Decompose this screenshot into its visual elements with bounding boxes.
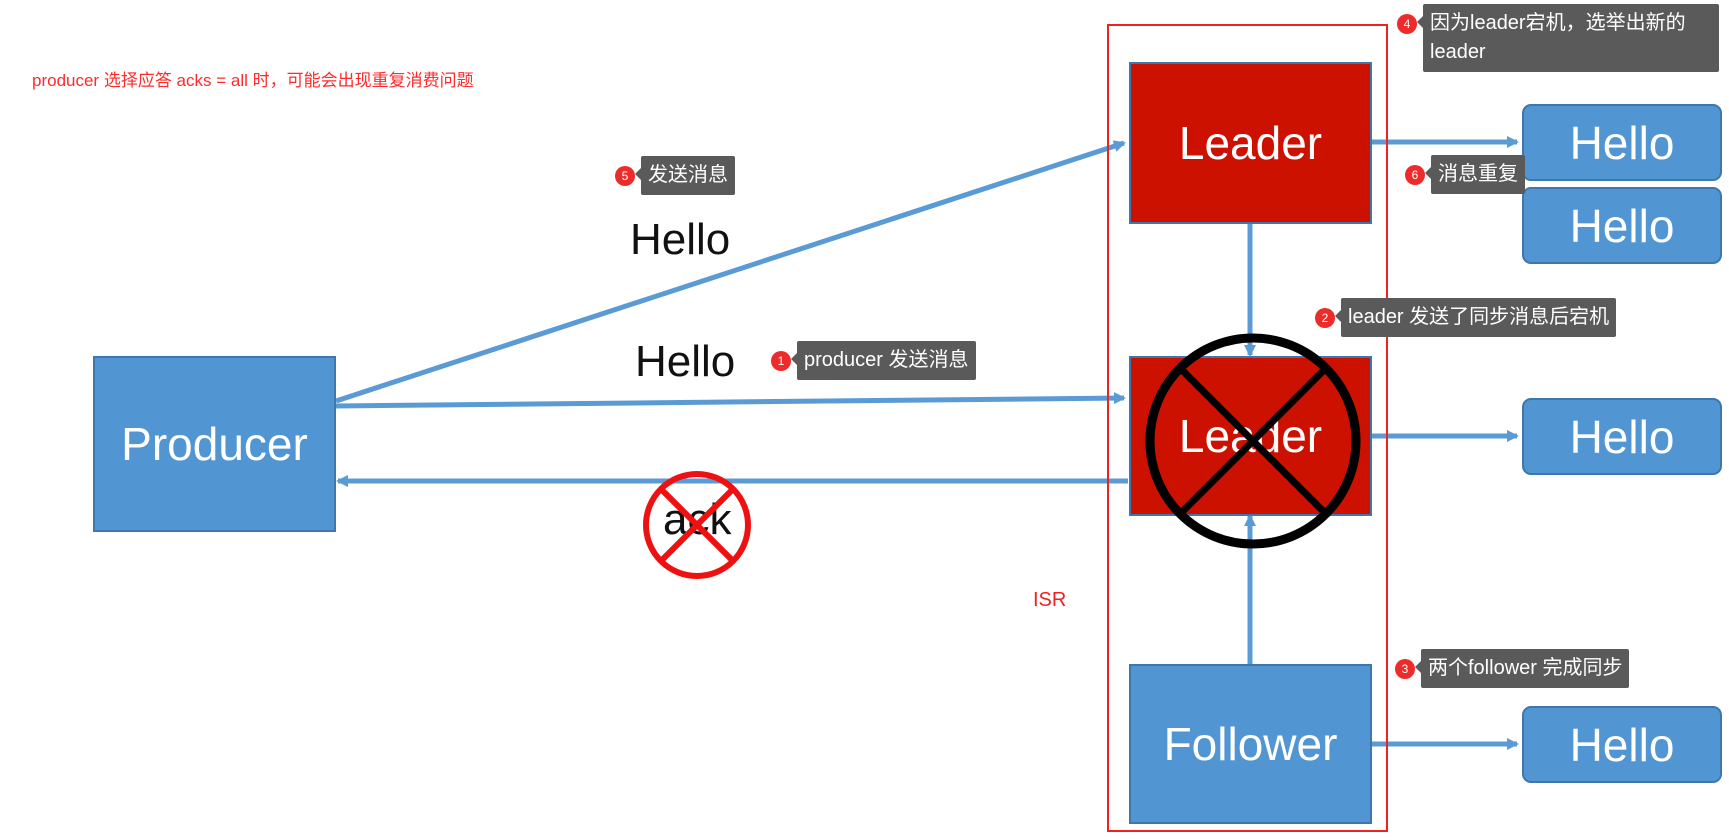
step-badge: 1 bbox=[771, 351, 791, 371]
follower-box: Follower bbox=[1129, 664, 1372, 824]
arrow-producer-to-old-leader bbox=[335, 392, 1126, 409]
callout-text: 发送消息 bbox=[635, 156, 735, 195]
callout-step-2: 2 leader 发送了同步消息后宕机 bbox=[1315, 298, 1617, 337]
callout-text: 因为leader宕机，选举出新的leader bbox=[1417, 4, 1719, 72]
hello-box-label: Hello bbox=[1569, 718, 1675, 771]
callout-text: producer 发送消息 bbox=[791, 341, 976, 380]
producer-box: Producer bbox=[93, 356, 336, 532]
step-badge: 4 bbox=[1397, 14, 1417, 34]
hello-box-label: Hello bbox=[1569, 410, 1675, 463]
step-badge: 6 bbox=[1405, 165, 1425, 185]
callout-step-3: 3 两个follower 完成同步 bbox=[1395, 649, 1630, 688]
callout-text: leader 发送了同步消息后宕机 bbox=[1334, 298, 1617, 337]
hello-box-label: Hello bbox=[1569, 199, 1675, 252]
isr-label: ISR bbox=[1033, 589, 1067, 611]
follower-label: Follower bbox=[1163, 718, 1338, 770]
ack-cancel-icon bbox=[643, 471, 751, 579]
message-hello-lower: Hello bbox=[635, 337, 736, 386]
step-badge: 3 bbox=[1395, 659, 1415, 679]
hello-box-label: Hello bbox=[1569, 116, 1675, 169]
callout-step-5: 5 发送消息 bbox=[615, 156, 735, 195]
hello-box: Hello bbox=[1522, 104, 1722, 181]
step-badge: 5 bbox=[615, 166, 635, 186]
leader-top-box: Leader bbox=[1129, 62, 1372, 224]
arrow-producer-to-new-leader bbox=[335, 140, 1126, 404]
crashed-leader-cross-icon bbox=[1145, 333, 1361, 549]
callout-text: 消息重复 bbox=[1425, 155, 1525, 194]
hello-box: Hello bbox=[1522, 187, 1722, 264]
step-badge: 2 bbox=[1315, 308, 1335, 328]
hello-box: Hello bbox=[1522, 398, 1722, 475]
callout-text: 两个follower 完成同步 bbox=[1414, 649, 1630, 688]
isr-frame bbox=[1107, 24, 1388, 832]
message-hello-upper: Hello bbox=[630, 215, 731, 264]
callout-step-4: 4 因为leader宕机，选举出新的leader bbox=[1397, 4, 1719, 72]
producer-label: Producer bbox=[121, 418, 308, 470]
callout-step-6: 6 消息重复 bbox=[1405, 155, 1525, 194]
hello-box: Hello bbox=[1522, 706, 1722, 783]
leader-top-label: Leader bbox=[1178, 117, 1323, 169]
callout-step-1: 1 producer 发送消息 bbox=[771, 341, 976, 380]
diagram-title-note: producer 选择应答 acks = all 时，可能会出现重复消费问题 bbox=[32, 71, 474, 90]
